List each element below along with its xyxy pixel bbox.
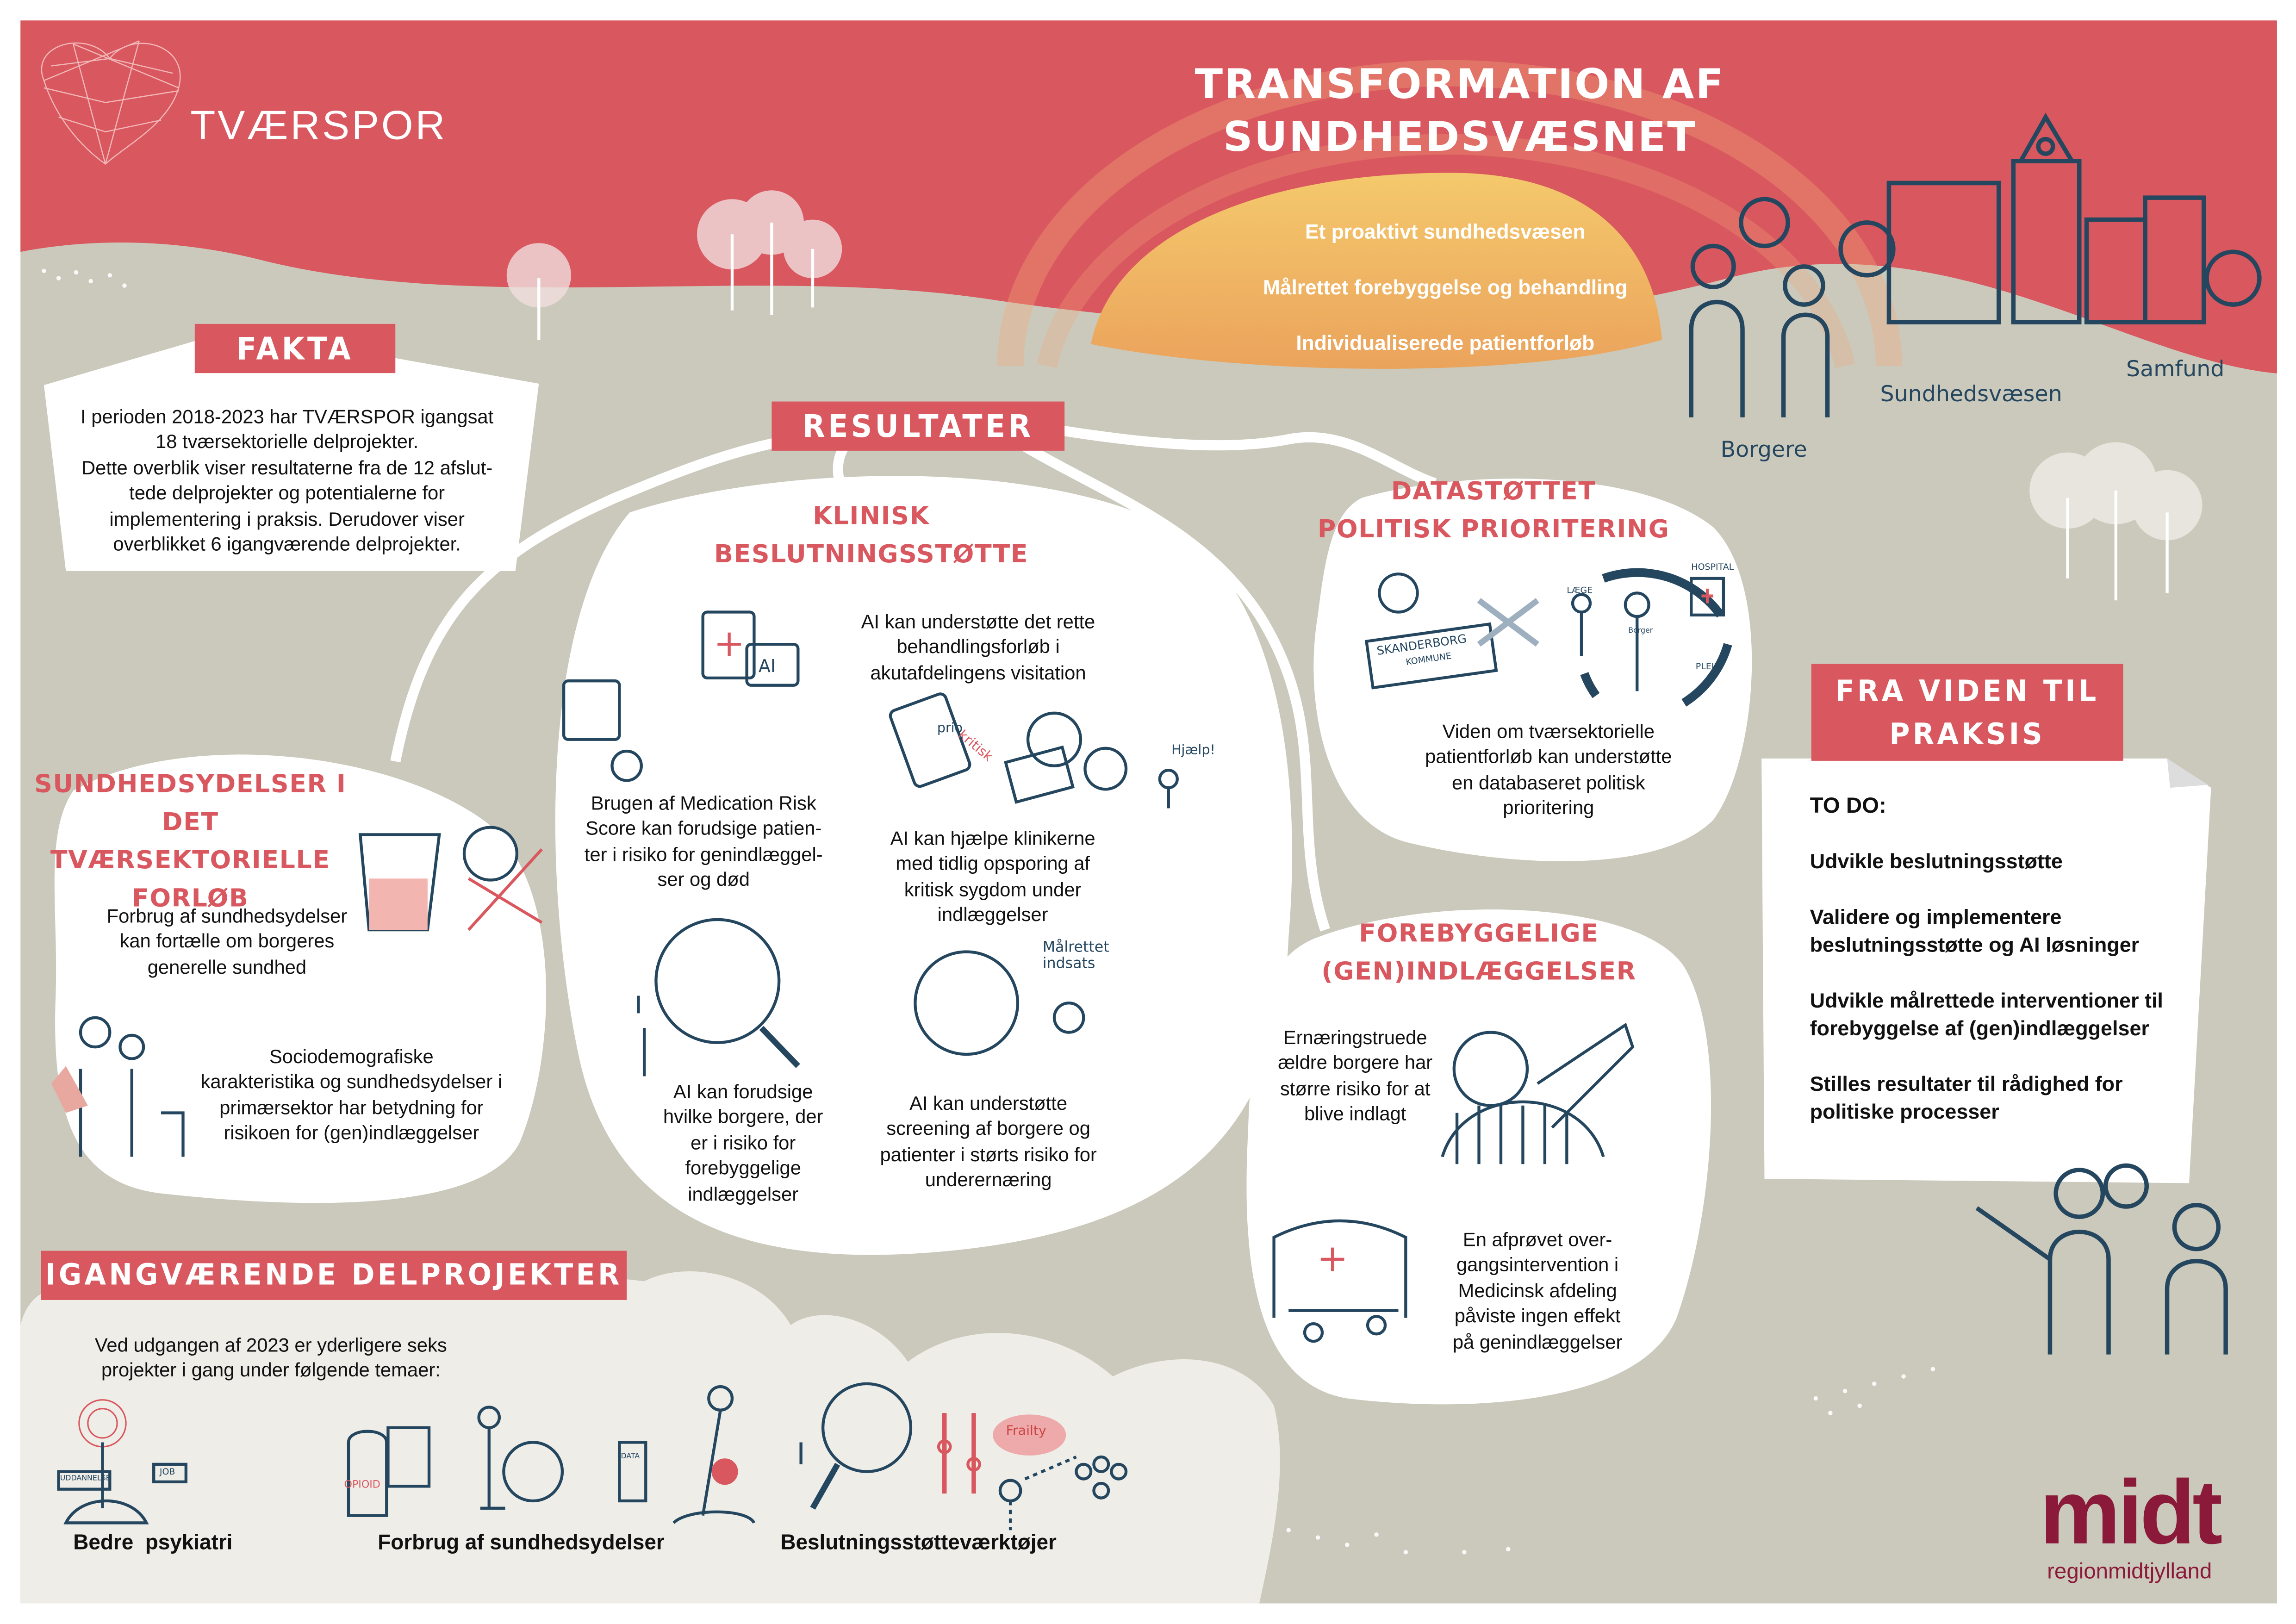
klinisk-item-3: AI kan hjælpe klinikerne med tidlig opsp… [890,827,1095,926]
sketch-uddannelse-label: UDDANNELSE [60,1475,111,1484]
tvaerspor-heart-logo [41,40,181,165]
sketch-data-label: DATA [621,1452,640,1462]
page-title: TRANSFORMATION AF SUNDHEDSVÆSNET [1167,59,1753,164]
klinisk-sketches [562,610,1179,1076]
city-illustration [1689,112,2262,1355]
sketch-laege-label: LÆGE [1567,585,1593,596]
klinisk-item-5: AI kan understøtte screening af borgere … [880,1092,1097,1191]
sun-item-3: Individualiserede patientforløb [1296,331,1595,355]
midt-logo: midt [2040,1462,2222,1564]
theme-beslutningsstotte: Beslutningsstøtteværktøjer [780,1531,1057,1556]
todo-header: TO DO: [1810,793,1886,819]
todo-item-1: Udvikle beslutningsstøtte [1810,851,2063,874]
sketch-targeted-label: Målrettet indsats [1042,940,1109,972]
datastottet-text: Viden om tværsektorielle patientforløb k… [1425,720,1672,819]
forebyggelige-item-2: En afprøvet over- gangsintervention i Me… [1452,1228,1623,1353]
sundhedsydelser-item-2: Sociodemografiske karakteristika og sund… [200,1045,503,1144]
midt-logo-subtitle: regionmidtjylland [2047,1559,2212,1585]
klinisk-title: KLINISK BESLUTNINGSSTØTTE [714,502,1029,570]
datastottet-title: DATASTØTTET POLITISK PRIORITERING [1317,477,1670,545]
todo-item-3: Udvikle målrettede interventioner til fo… [1810,989,2163,1041]
fakta-box [44,329,539,571]
sketch-frailty-label: Frailty [1006,1425,1046,1440]
sketch-ai-label: AI [758,656,776,677]
todo-item-4: Stilles resultater til rådighed for poli… [1810,1073,2123,1125]
label-borgere: Borgere [1720,436,1807,463]
sun-rings [997,60,1902,368]
sundhedsydelser-sketches [51,826,543,1157]
theme-sundhedsydelser: Forbrug af sundhedsydelser [378,1531,665,1556]
label-samfund: Samfund [2126,355,2225,382]
igangvaerende-tag: IGANGVÆRENDE DELPROJEKTER [41,1251,627,1300]
fakta-text: I perioden 2018-2023 har TVÆRSPOR igangs… [81,405,494,555]
datastottet-sketches [1364,568,1732,707]
todo-item-2: Validere og implementere beslutningsstøt… [1810,906,2140,958]
igangvaerende-sketches [57,1382,1128,1531]
page-title-line-2: SUNDHEDSVÆSNET [1223,112,1697,162]
forebyggelige-item-1: Ernæringstruede ældre borgere har større… [1278,1026,1433,1125]
sun-item-2: Målrettet forebyggelse og behandling [1263,275,1628,299]
igangvaerende-intro: Ved udgangen af 2023 er yderligere seks … [94,1334,447,1381]
dot-decor [42,268,1935,1555]
theme-psykiatri: Bedre psykiatri [73,1531,233,1556]
forebyggelige-title: FOREBYGGELIGE (GEN)INDLÆGGELSER [1321,919,1636,987]
sketch-hospital-label: HOSPITAL [1691,562,1734,573]
klinisk-item-2: Brugen af Medication Risk Score kan foru… [584,792,823,891]
klinisk-item-1: AI kan understøtte det rette behandlings… [861,610,1095,684]
sundhedsydelser-item-1: Forbrug af sundhedsydelser kan fortælle … [106,905,348,978]
fra-viden-tag: FRA VIDEN TIL PRAKSIS [1811,664,2123,761]
sketch-opioid-label: OPIOID [344,1479,380,1491]
tree-decor [506,190,2203,541]
sketch-help-label: Hjælp! [1171,744,1215,759]
logo-text: TVÆRSPOR [190,102,448,148]
connector-paths [390,419,1437,932]
resultater-tag: RESULTATER [772,401,1065,451]
sundhedsydelser-blob [54,754,547,1203]
fakta-tag: FAKTA [194,324,396,373]
fra-viden-paper [1761,758,2211,1183]
sun [1091,173,1662,369]
page-title-line-1: TRANSFORMATION AF [1195,60,1725,109]
label-sundhedsvaesen: Sundhedsvæsen [1880,380,2062,407]
red-sky [20,20,2277,373]
sun-item-1: Et proaktivt sundhedsvæsen [1305,219,1586,243]
sketch-pleje-label: PLEJE [1695,662,1720,672]
cloud-background [20,1271,1280,1604]
sketch-prio-label: prio [937,722,963,737]
klinisk-blob [555,476,1292,1255]
klinisk-item-4: AI kan forudsige hvilke borgere, der er … [663,1080,823,1205]
sundhedsydelser-title: SUNDHEDSYDELSER I DET TVÆRSEKTORIELLE FO… [34,770,347,914]
sketch-borger-label: Borger [1628,627,1653,636]
forebyggelige-sketches [1272,1022,1635,1343]
sketch-job-label: JOB [159,1467,175,1478]
